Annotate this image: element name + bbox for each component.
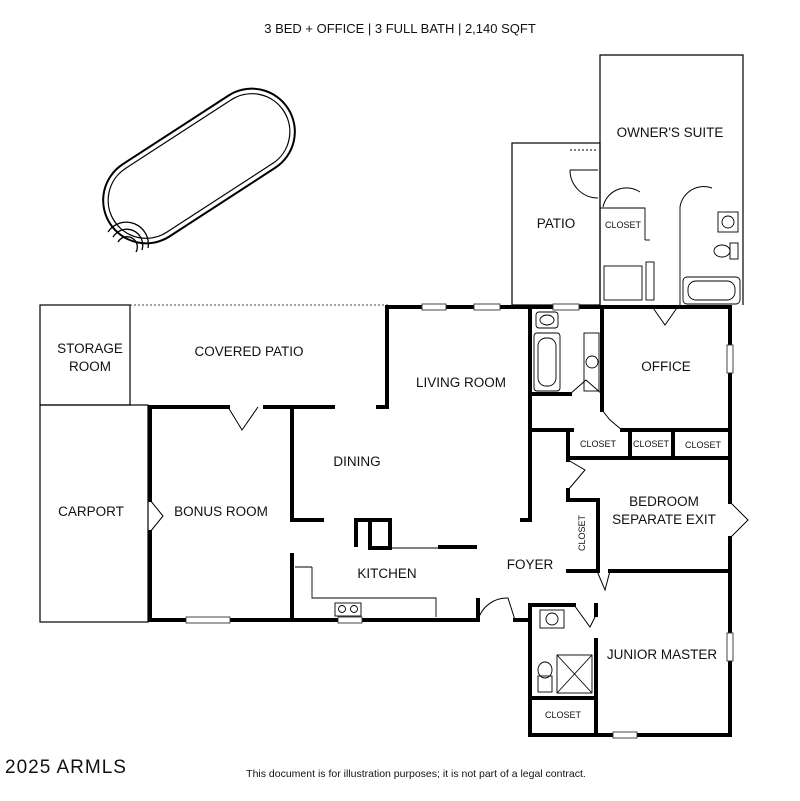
owners-closet-walls [600,207,646,240]
label-closet-office-2: CLOSET [633,439,670,449]
label-storage-room-line2: ROOM [69,359,111,374]
disclaimer: This document is for illustration purpos… [246,768,586,780]
owners-bathtub [682,276,741,305]
label-bedroom-line1: BEDROOM [629,494,699,509]
watermark: 2025 ARMLS [5,757,127,778]
junior-sink [539,609,565,629]
front-door [477,597,516,621]
label-living-room: LIVING ROOM [416,375,506,390]
label-closet-hall-vertical: CLOSET [577,514,587,551]
label-closet-office-3: CLOSET [685,440,722,450]
bath-fixtures [533,311,600,694]
plan-summary-header: 3 BED + OFFICE | 3 FULL BATH | 2,140 SQF… [264,21,536,36]
junior-bath-door [573,604,597,628]
carport-outline [39,404,149,623]
pool [102,87,296,253]
kitchen-range [334,602,362,617]
windows [185,303,734,739]
owners-sink [717,211,739,233]
owners-suite-outline [599,54,744,305]
label-bonus-room: BONUS ROOM [174,504,268,519]
label-kitchen: KITCHEN [357,566,416,581]
label-closet-owners: CLOSET [605,220,642,230]
label-bedroom-line2: SEPARATE EXIT [612,512,716,527]
office-door [601,409,623,431]
main-house-walls [148,305,732,737]
closet-labels: CLOSET CLOSET CLOSET CLOSET CLOSET CLOSE… [545,220,722,720]
owners-bath-door-swing [679,186,713,208]
label-patio: PATIO [537,216,576,231]
label-covered-patio: COVERED PATIO [194,344,303,359]
owners-cabinet [645,261,655,301]
label-owners-suite: OWNER'S SUITE [617,125,724,140]
label-office: OFFICE [641,359,691,374]
pool-steps [107,221,149,253]
label-foyer: FOYER [507,557,554,572]
junior-master-door [596,570,611,592]
hall-vanity [583,332,600,392]
owners-suite-fixtures [569,149,741,326]
hall-sink [535,311,559,329]
label-closet-junior: CLOSET [545,710,582,720]
door-swings [149,379,749,628]
owners-washer [603,265,643,301]
bedroom-door [567,459,586,491]
room-labels: OWNER'S SUITE PATIO STORAGE ROOM COVERED… [57,125,723,662]
hall-bath-door [569,379,603,395]
label-carport: CARPORT [58,504,124,519]
owners-entry-door [650,304,680,326]
owners-closet-door-swing [602,187,641,208]
carport-door [149,499,164,533]
junior-toilet [537,675,553,693]
label-storage-room-line1: STORAGE [57,341,123,356]
bedroom-exit-door [729,501,749,539]
owners-toilet [729,242,739,260]
hall-bathtub [533,332,561,392]
label-closet-office-1: CLOSET [580,439,617,449]
label-dining: DINING [333,454,380,469]
junior-shower [556,654,593,694]
patio-door-swing [569,169,599,199]
bonus-room-door [227,406,259,431]
label-junior-master: JUNIOR MASTER [607,647,718,662]
